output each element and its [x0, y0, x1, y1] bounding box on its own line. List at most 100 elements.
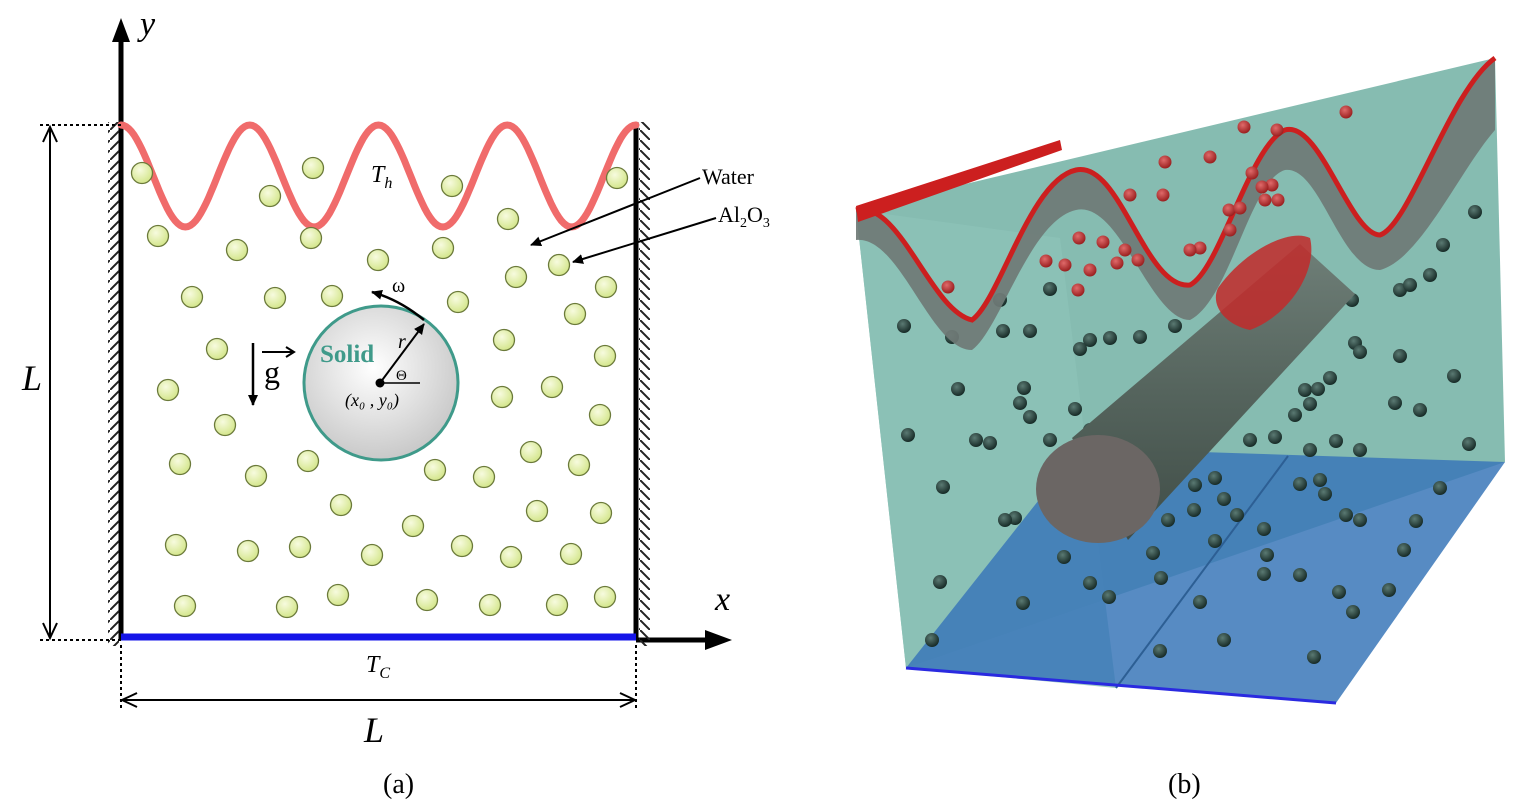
panel-b: (b)	[855, 55, 1505, 800]
cold-bottom-edge	[905, 666, 1337, 705]
nanoparticle	[423, 458, 447, 482]
nanoparticle	[244, 464, 268, 488]
nanoparticle-3d	[901, 428, 915, 442]
alumina-pointer	[572, 217, 717, 264]
nanoparticle-3d	[1288, 408, 1302, 422]
gravity-label: g	[264, 354, 280, 390]
nanoparticle-3d	[1133, 330, 1147, 344]
nanoparticle	[173, 594, 197, 618]
nanoparticle	[360, 543, 384, 567]
panel-a: y x Solid r Θ (x₀ , y₀) ω g Th TC	[21, 6, 770, 800]
nanoparticle	[492, 328, 516, 352]
nanoparticle-3d	[1146, 546, 1160, 560]
nanoparticle	[446, 290, 470, 314]
nanoparticle	[431, 236, 455, 260]
nanoparticle-3d	[996, 324, 1010, 338]
theta-label: Θ	[396, 368, 407, 384]
nanoparticle	[205, 337, 229, 361]
nanoparticle	[296, 449, 320, 473]
hot-nanoparticle-3d	[1237, 120, 1251, 134]
hot-nanoparticle-3d	[1110, 256, 1124, 270]
nanoparticle	[478, 593, 502, 617]
nanoparticle-3d	[1303, 397, 1317, 411]
hot-nanoparticle-3d	[941, 280, 955, 294]
hot-nanoparticle-3d	[1255, 180, 1269, 194]
bottom-dim-arrowhead-left	[119, 692, 138, 708]
nanoparticle	[180, 285, 204, 309]
nanoparticle-3d	[1017, 381, 1031, 395]
nanoparticle-3d	[1260, 548, 1274, 562]
nanoparticle-3d	[1382, 583, 1396, 597]
hot-nanoparticle-3d	[1131, 253, 1145, 267]
nanoparticle-3d	[1023, 410, 1037, 424]
left-dim-arrowhead-bottom	[42, 622, 58, 641]
nanoparticle-3d	[1339, 508, 1353, 522]
hot-nanoparticle-3d	[1270, 123, 1284, 137]
nanoparticle	[563, 302, 587, 326]
nanoparticle-3d	[1388, 396, 1402, 410]
left-dim-arrowhead-top	[42, 124, 58, 143]
nanoparticle-3d	[1462, 437, 1476, 451]
hot-nanoparticle-3d	[1339, 105, 1353, 119]
y-axis-arrowhead	[112, 18, 130, 42]
nanoparticle	[605, 166, 629, 190]
nanoparticle-3d	[1188, 478, 1202, 492]
hot-nanoparticle-3d	[1183, 243, 1197, 257]
nanoparticle	[288, 535, 312, 559]
nanoparticle-3d	[1217, 633, 1231, 647]
water-label: Water	[702, 164, 755, 189]
hot-wall-front-strip	[856, 140, 1062, 222]
cold-bottom-seam	[1115, 455, 1289, 689]
nanoparticle	[472, 465, 496, 489]
nanoparticle-3d	[1468, 205, 1482, 219]
nanoparticle	[567, 453, 591, 477]
nanoparticle	[525, 499, 549, 523]
x-axis-arrowhead	[705, 630, 732, 650]
bottom-dim-arrowhead-right	[619, 692, 638, 708]
nanoparticle	[499, 545, 523, 569]
hot-zone-patch	[1215, 235, 1312, 330]
cold-wall-label: TC	[366, 652, 390, 682]
center-label: (x₀ , y₀)	[345, 390, 399, 411]
nanoparticle	[490, 385, 514, 409]
alumina-label: Al2O3	[718, 202, 770, 231]
right-wall-hatch	[639, 122, 650, 646]
nanoparticle	[589, 501, 613, 525]
nanoparticle-3d	[1153, 644, 1167, 658]
nanoparticle	[146, 224, 170, 248]
nanoparticle-3d	[897, 319, 911, 333]
nanoparticle-3d	[1353, 513, 1367, 527]
hot-nanoparticle-3d	[1193, 241, 1207, 255]
nanoparticle-3d	[998, 513, 1012, 527]
nanoparticle-3d	[1187, 503, 1201, 517]
hot-nanoparticle-3d	[1158, 155, 1172, 169]
hot-nanoparticle-3d	[1118, 243, 1132, 257]
hot-nanoparticle-3d	[1058, 258, 1072, 272]
nanoparticle	[299, 226, 323, 250]
hot-wall-label: Th	[371, 162, 392, 192]
solid-label: Solid	[320, 341, 374, 368]
nanoparticle-3d	[983, 436, 997, 450]
nanoparticle	[156, 378, 180, 402]
nanoparticle-3d	[1257, 567, 1271, 581]
nanoparticle	[130, 161, 154, 185]
nanoparticle-3d	[1353, 345, 1367, 359]
nanoparticle-3d	[1161, 513, 1175, 527]
nanoparticle-3d	[1329, 434, 1343, 448]
nanoparticle-3d	[1423, 268, 1437, 282]
caption-b: (b)	[1168, 769, 1201, 800]
nanoparticle-3d	[1103, 331, 1117, 345]
nanoparticle-3d	[1293, 568, 1307, 582]
nanoparticle-3d	[1413, 403, 1427, 417]
nanoparticle-3d	[936, 480, 950, 494]
nanoparticle	[301, 156, 325, 180]
x-axis-label: x	[714, 581, 730, 618]
nanoparticle-3d	[951, 382, 965, 396]
nanoparticle-3d	[1313, 473, 1327, 487]
nanoparticle-3d	[1332, 585, 1346, 599]
nanoparticle-3d	[969, 433, 983, 447]
nanoparticle	[547, 253, 571, 277]
hot-nanoparticle-group	[941, 105, 1353, 297]
nanoparticle-3d	[1168, 319, 1182, 333]
hot-nanoparticle-3d	[1083, 263, 1097, 277]
